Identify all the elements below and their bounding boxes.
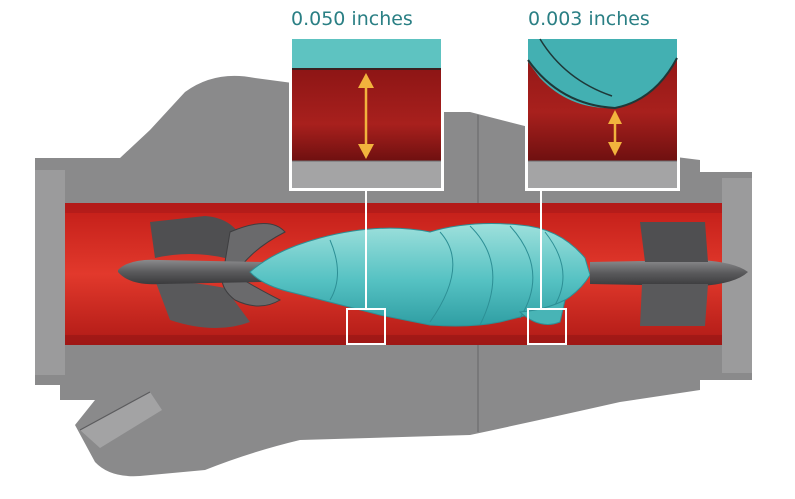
right-shaft — [590, 260, 748, 286]
zoom-callout-right — [525, 36, 680, 191]
stator-liner-inner-shade-bottom — [65, 335, 722, 345]
left-blade-upper — [150, 216, 245, 258]
left-blade-swirl — [221, 223, 286, 307]
left-flange — [35, 170, 65, 375]
left-shaft — [118, 259, 262, 285]
rotor-helix-3 — [469, 225, 494, 326]
zoom-callout-left — [289, 36, 444, 191]
clearance-label-left: 0.050 inches — [291, 8, 413, 30]
rotor-helix-2 — [429, 231, 454, 323]
left-blade-lower — [155, 280, 250, 329]
right-blade-lower — [640, 284, 708, 326]
right-blade-upper — [640, 222, 708, 262]
outlet-pipe — [80, 392, 162, 448]
rotor-helix-5 — [544, 231, 564, 306]
rotor — [249, 223, 591, 327]
detail-box-right — [527, 308, 567, 345]
clearance-label-right: 0.003 inches — [528, 8, 650, 30]
rotor-helix-1 — [329, 239, 338, 301]
rotor-helix-4 — [509, 225, 534, 319]
stator-liner-inner-shade — [65, 203, 722, 213]
outlet-pipe-edge — [79, 391, 151, 431]
